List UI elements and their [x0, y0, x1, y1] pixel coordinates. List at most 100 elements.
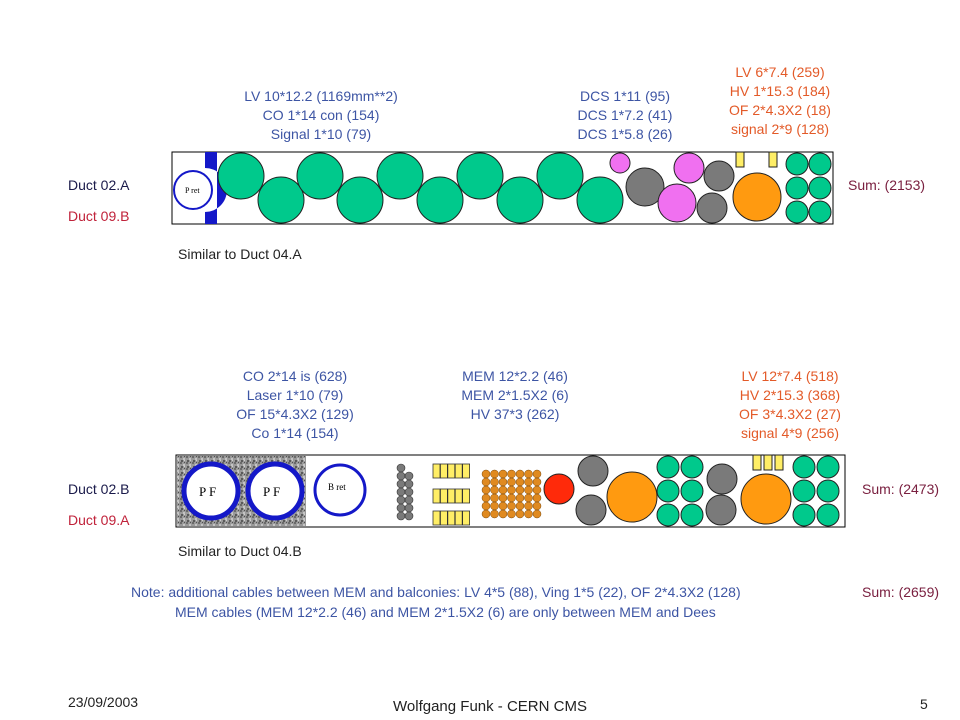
lv-small-cable [816, 455, 840, 479]
lv-cable [336, 176, 384, 224]
mem-cable [524, 509, 533, 519]
duct2-lv-grid-left [656, 455, 704, 527]
mem-cable [490, 485, 499, 495]
mem-cable [524, 477, 533, 487]
lv-cable [376, 152, 424, 200]
grey-small-cable [404, 487, 414, 497]
lv-small-cable [680, 503, 704, 527]
duct1-pret-label: P ret [185, 186, 200, 195]
duct2-name-a: Duct 02.B [68, 481, 130, 497]
of-fiber [447, 510, 456, 526]
mem-cable [532, 477, 542, 487]
mem-cable [524, 501, 533, 511]
pf-label: P F [263, 484, 280, 499]
grey-small-cable [396, 463, 406, 473]
pf-pipe [181, 461, 241, 521]
red-cable [543, 473, 575, 505]
mem-cable [490, 509, 499, 519]
lv-small-cable [792, 503, 816, 527]
duct2-mem-cables [481, 469, 542, 519]
mem-cable [532, 485, 542, 495]
lv-small-cable [785, 176, 809, 200]
mem-cable [532, 509, 542, 519]
footer-author: Wolfgang Funk - CERN CMS [393, 698, 587, 715]
duct1-col3-labels: LV 6*7.4 (259) HV 1*15.3 (184) OF 2*4.3X… [729, 64, 831, 137]
of-fiber [447, 463, 456, 479]
lv-cable [257, 176, 305, 224]
lv-small-cable [808, 200, 832, 224]
bret-label: B ret [328, 482, 346, 492]
duct2-col3-labels: LV 12*7.4 (518) HV 2*15.3 (368) OF 3*4.3… [739, 368, 841, 441]
duct2-of-fibers [432, 463, 471, 526]
mem-cable [515, 493, 525, 503]
duct1-sum: Sum: (2153) [848, 177, 926, 193]
note-line1: Note: additional cables between MEM and … [131, 584, 741, 600]
mem-cable [515, 477, 525, 487]
lv-cable [416, 176, 464, 224]
grey-small-cable [404, 495, 414, 505]
grey-small-cable [404, 479, 414, 489]
duct2-sum: Sum: (2473) [862, 481, 940, 497]
of-fiber [735, 151, 745, 168]
duct2-similar: Similar to Duct 04.B [178, 543, 302, 559]
note-sum: Sum: (2659) [862, 584, 940, 600]
note-line2: MEM cables (MEM 12*2.2 (46) and MEM 2*1.… [175, 604, 716, 620]
footer-date: 23/09/2003 [68, 694, 139, 710]
of-fiber [454, 488, 463, 504]
hv-cable [740, 473, 792, 525]
grey-cable [703, 160, 735, 192]
of-fiber [462, 488, 471, 504]
lv-small-cable [808, 176, 832, 200]
pf-label: P F [199, 484, 216, 499]
grey-cable [705, 494, 737, 526]
lv-cable [296, 152, 344, 200]
mem-cable [481, 493, 491, 503]
lv-cable [536, 152, 584, 200]
grey-cable [575, 494, 607, 526]
grey-cable [706, 463, 738, 495]
pf-pipe [245, 461, 305, 521]
mem-cable [532, 469, 542, 479]
lv-small-cable [816, 503, 840, 527]
of-fiber [432, 510, 441, 526]
of-fiber [462, 510, 471, 526]
lv-small-cable [656, 479, 680, 503]
lv-small-cable [656, 455, 680, 479]
bret-pipe [313, 463, 367, 517]
mem-cable [481, 501, 491, 511]
grey-small-cable [396, 495, 406, 505]
of-fiber [763, 454, 773, 471]
duct2-lv-grid-right [792, 455, 840, 527]
mem-cable [507, 485, 516, 495]
mem-cable [507, 477, 516, 487]
grey-small-cable [404, 503, 414, 513]
lv-small-cable [656, 503, 680, 527]
mem-cable [507, 501, 516, 511]
of-fiber [432, 488, 441, 504]
hv-cable [732, 172, 782, 222]
grey-small-cable [404, 471, 414, 481]
mem-cable [481, 485, 491, 495]
footer-page-number: 5 [920, 696, 928, 712]
mem-cable [532, 501, 542, 511]
duct1-name-a: Duct 02.A [68, 177, 130, 193]
lv-small-cable [680, 455, 704, 479]
mem-cable [532, 493, 542, 503]
of-fiber [439, 463, 448, 479]
mem-cable [515, 501, 525, 511]
mem-cable [498, 485, 508, 495]
mem-cable [507, 509, 516, 519]
mem-cable [498, 509, 508, 519]
hv-cable [606, 471, 658, 523]
mem-cable [481, 469, 491, 479]
mem-cable [524, 485, 533, 495]
of-fiber [432, 463, 441, 479]
lv-small-cable [785, 152, 809, 176]
lv-small-cable [816, 479, 840, 503]
dcs-grey-cable [625, 167, 665, 207]
mem-cable [515, 485, 525, 495]
grey-small-cable [396, 471, 406, 481]
mem-cable [498, 493, 508, 503]
dcs-cable [609, 152, 631, 174]
